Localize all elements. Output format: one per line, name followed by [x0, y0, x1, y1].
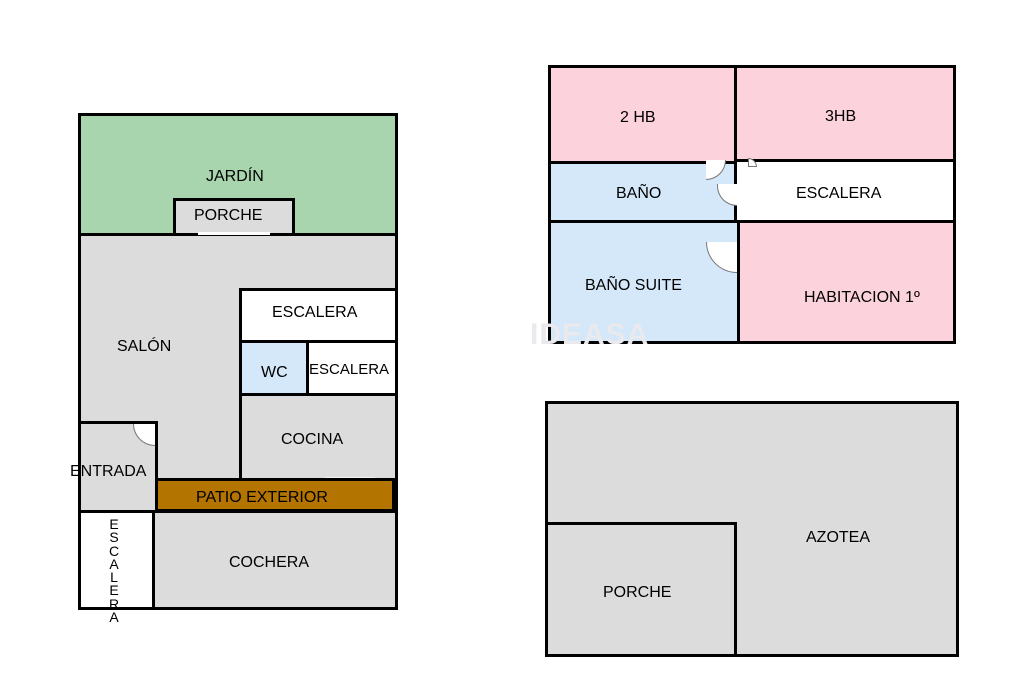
watermark: IDEASA: [530, 318, 650, 351]
porche-opening: [198, 232, 270, 235]
label-escalera-vertical: ESCALERA: [108, 516, 120, 626]
label-salon: SALÓN: [117, 338, 172, 355]
label-patio-exterior: PATIO EXTERIOR: [196, 489, 328, 506]
label-azotea: AZOTEA: [806, 529, 871, 546]
label-jardin: JARDÍN: [206, 168, 264, 185]
label-3hb: 3HB: [825, 108, 857, 125]
label-habitacion: HABITACION 1º: [804, 289, 920, 306]
room-porche: [173, 198, 295, 236]
room-3hb: [734, 65, 956, 162]
label-cocina: COCINA: [281, 431, 344, 448]
label-bano-suite: BAÑO SUITE: [585, 277, 682, 294]
room-habitacion: [737, 220, 956, 344]
room-cochera: [152, 510, 398, 610]
label-entrada: ENTRADA: [70, 463, 147, 480]
room-escalera-1: [239, 288, 398, 343]
room-bano-suite: [548, 220, 740, 344]
label-cochera: COCHERA: [229, 554, 310, 571]
label-escalera-1: ESCALERA: [272, 304, 358, 321]
room-2hb: [548, 65, 737, 164]
room-cocina: [239, 393, 398, 481]
label-escalera-first: ESCALERA: [796, 185, 882, 202]
room-wc: [239, 340, 309, 396]
room-porche-roof: [545, 522, 737, 657]
label-porche: PORCHE: [194, 207, 263, 224]
label-bano: BAÑO: [616, 185, 662, 202]
label-2hb: 2 HB: [620, 109, 656, 126]
label-wc: WC: [261, 364, 288, 381]
room-bano: [548, 161, 737, 223]
label-porche-roof: PORCHE: [603, 584, 672, 601]
room-escalera-2: [306, 340, 398, 396]
label-escalera-2: ESCALERA: [309, 361, 390, 378]
